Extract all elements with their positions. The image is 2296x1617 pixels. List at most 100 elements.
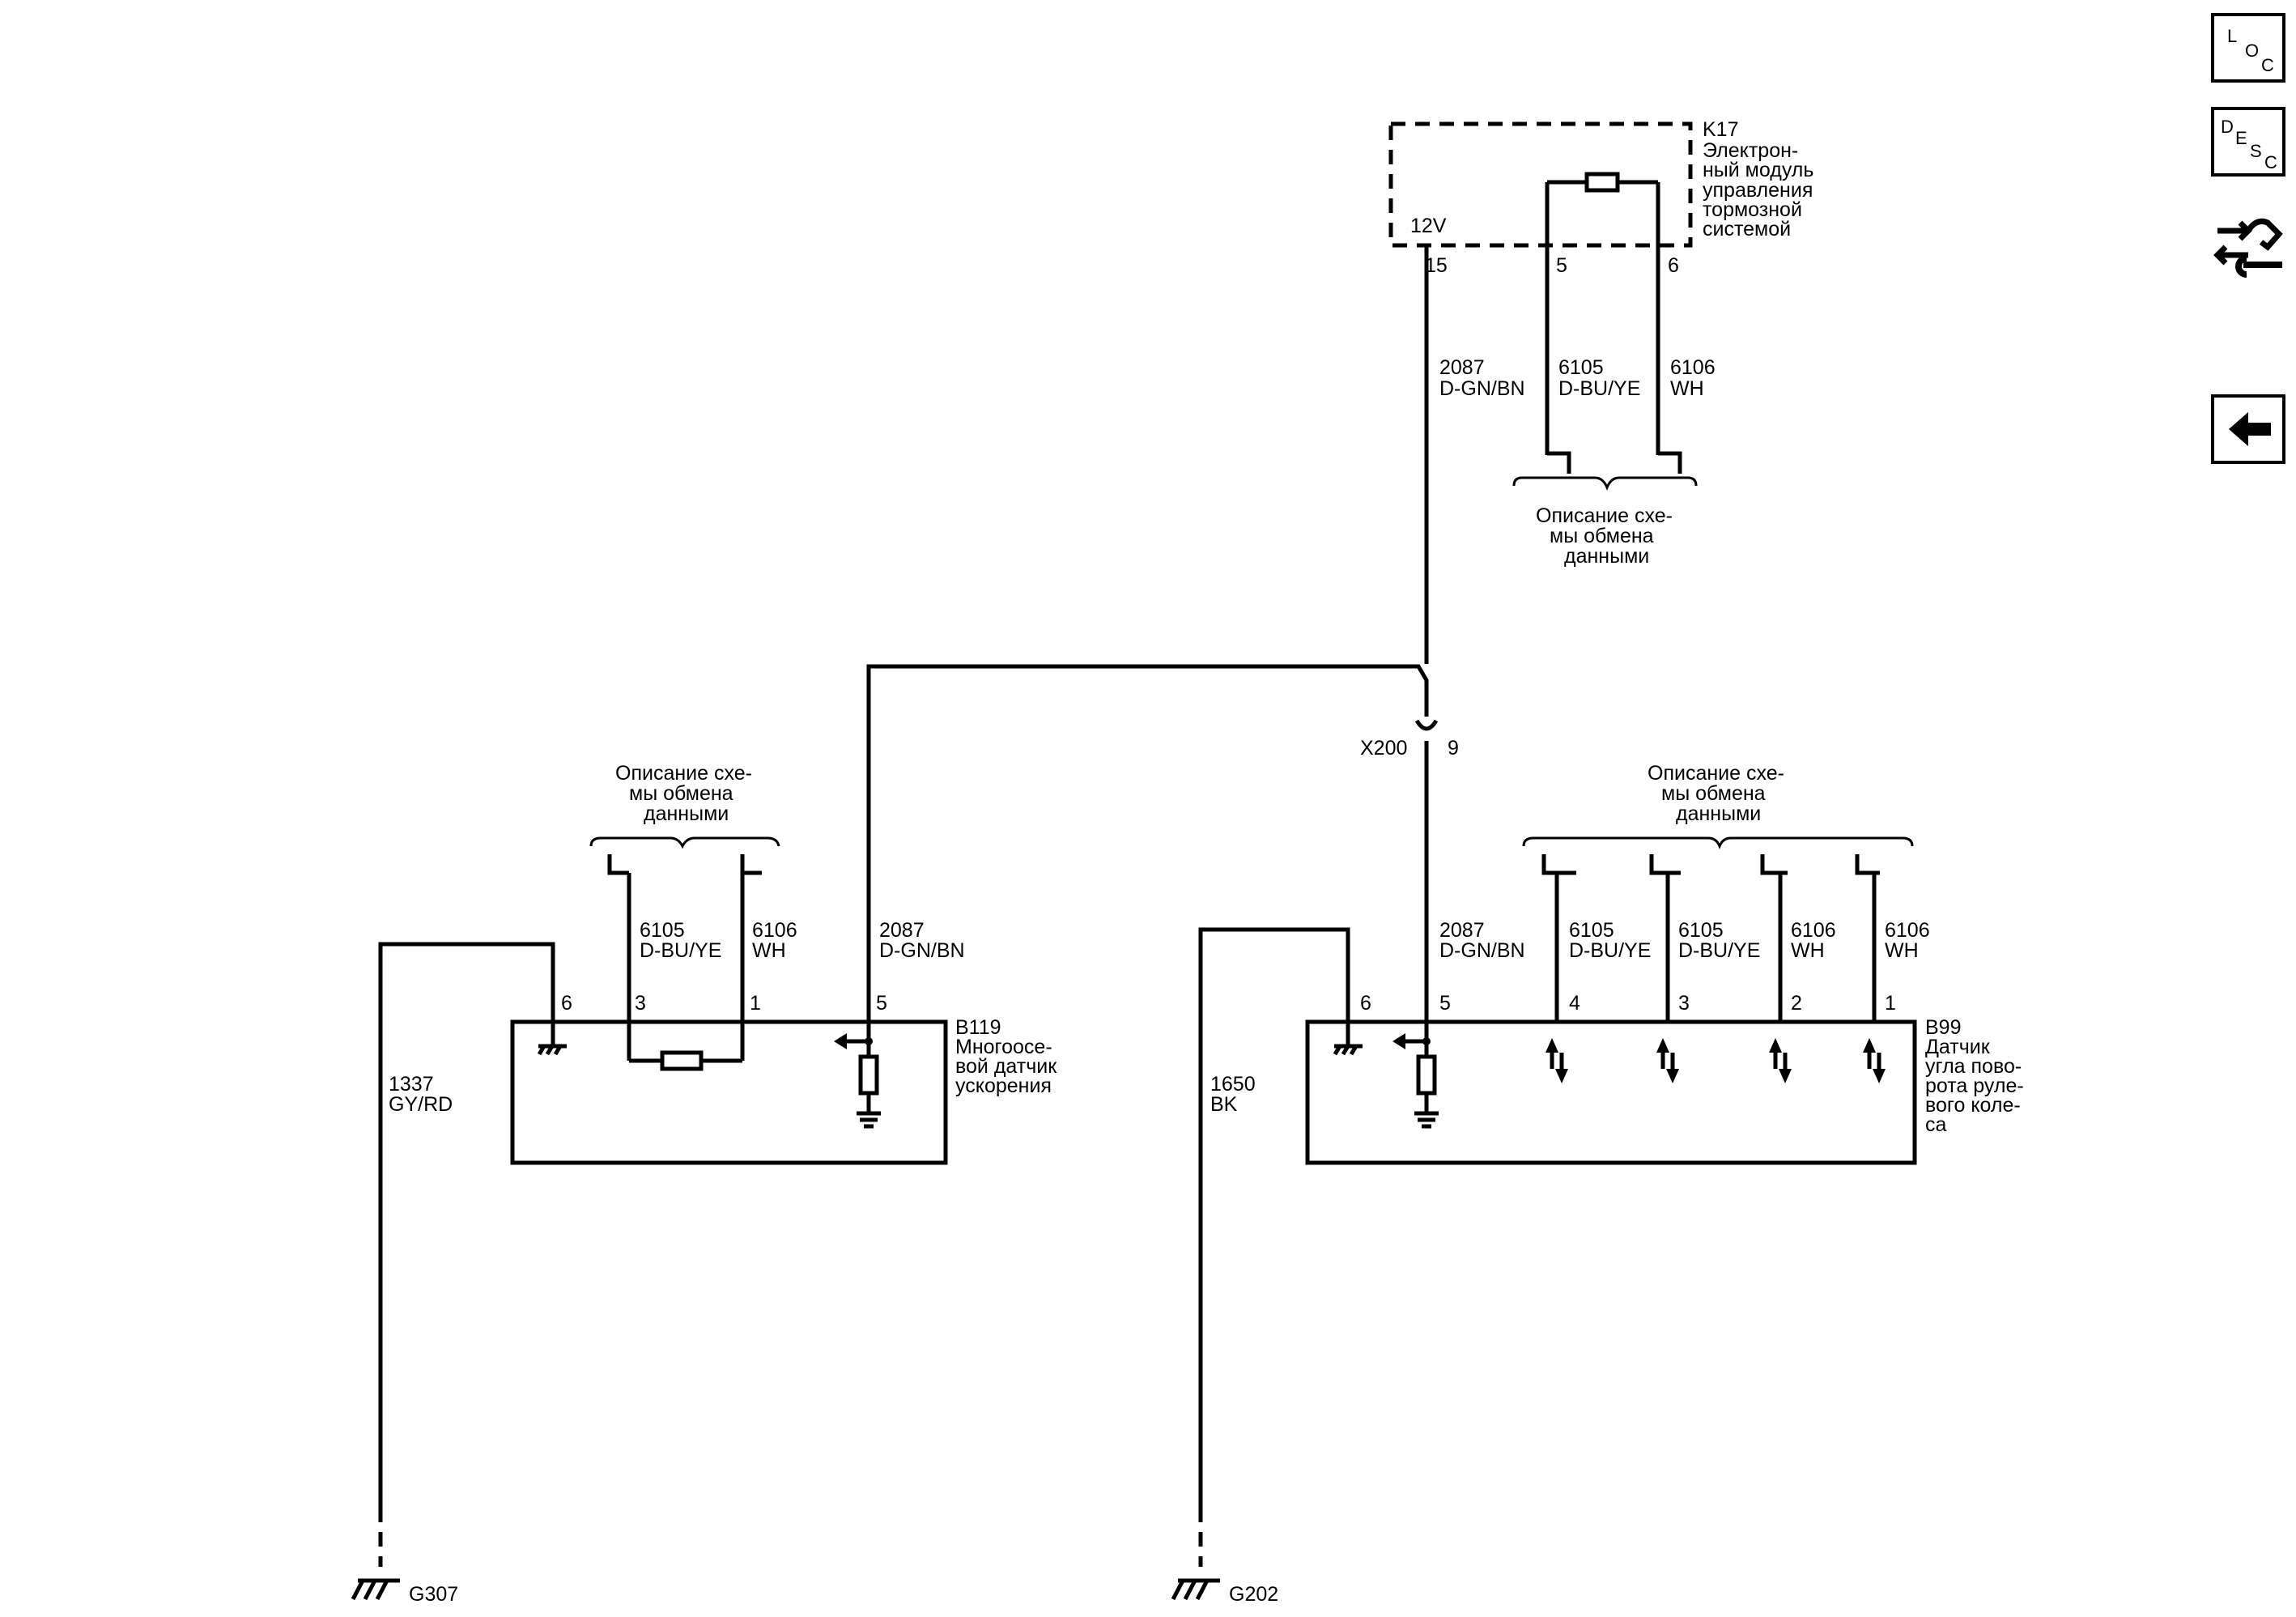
desc-letter-c: C [2264,152,2277,172]
k17-name-line-1: Электрон- [1703,139,1798,162]
k17-name-line-3: управления [1703,179,1813,202]
loc-button[interactable]: L O C [2211,13,2285,83]
b119-pin-5: 5 [876,992,887,1015]
b99-pin-5: 5 [1439,992,1451,1015]
k17-voltage-label: 12V [1410,215,1447,237]
wire-2087-top-color: D-GN/BN [1439,377,1525,400]
b119-name-line-2: вой датчик [955,1055,1057,1078]
b99-data-link-label-1[interactable]: Описание схе- [1648,762,1784,785]
b99-wire-pin2-circuit: 6106 [1791,919,1836,942]
b99-pin-4: 4 [1569,992,1580,1015]
b99-wire-pin3-circuit: 6105 [1678,919,1724,942]
b119-input-arrow-icon [834,1033,847,1049]
b119-signal-ground-icon [857,1093,881,1129]
b119-id: B119 [955,1016,1001,1039]
back-button[interactable] [2211,394,2285,464]
b99-outline [1305,1019,1917,1165]
top-data-link-stubs [1547,451,1682,474]
b119-data-link-label-1[interactable]: Описание схе- [615,762,752,785]
b119-wire-6105-circuit: 6105 [640,919,685,942]
b99-bidirectional-arrows-icon [1546,1038,1886,1083]
b99-name-line-4: вого коле- [1925,1094,2021,1117]
b99-name-line-1: Датчик [1925,1036,1991,1058]
wire-6105-top-color: D-BU/YE [1558,377,1640,400]
b99-pulldown-resistor [1416,1054,1437,1096]
top-data-link-label-3[interactable]: данными [1564,545,1649,568]
b99-name-line-5: са [1925,1113,1947,1136]
b99-signal-ground-icon [1414,1093,1439,1129]
b99-data-link-label-3[interactable]: данными [1676,802,1761,825]
k17-name-line-5: системой [1703,218,1791,240]
b99-node-dot [1422,1037,1431,1045]
connector-wrench-icon[interactable] [2211,206,2285,281]
b119-wires-6105-6106[interactable] [627,873,745,1061]
b119-termination-resistor [660,1050,704,1071]
b99-wire-pin2-color: WH [1791,939,1825,962]
b99-wire-pin1-circuit: 6106 [1885,919,1930,942]
k17-pin-15: 15 [1425,254,1448,277]
b99-wire-pin4-circuit: 6105 [1569,919,1614,942]
desc-letter-d: D [2221,117,2234,137]
k17-pin-5: 5 [1556,254,1567,277]
top-data-link-label-2[interactable]: мы обмена [1550,525,1654,547]
k17-id: K17 [1703,118,1738,141]
desc-button[interactable]: D E S C [2211,107,2285,177]
loc-letter-o: O [2245,40,2260,61]
b99-wire-2087-color: D-GN/BN [1439,939,1525,962]
k17-pin-6: 6 [1668,254,1679,277]
b119-data-link-label-3[interactable]: данными [644,802,729,825]
back-arrow-icon [2229,412,2271,446]
b119-wire-6105-color: D-BU/YE [640,939,721,962]
b99-pin-6: 6 [1360,992,1371,1015]
b99-data-link-brace [1522,836,1914,850]
g202-label[interactable]: G202 [1229,1583,1278,1606]
wire-6106-top-circuit: 6106 [1670,356,1716,379]
b119-chassis-ground-icon [537,1044,567,1056]
wire-1337-circuit: 1337 [389,1073,434,1096]
b119-name-line-1: Многоосе- [955,1036,1052,1058]
b99-pin-3: 3 [1678,992,1690,1015]
b119-wire-6106-color: WH [752,939,786,962]
k17-name-line-4: тормозной [1703,198,1802,221]
b99-wire-pin3-color: D-BU/YE [1678,939,1760,962]
k17-module[interactable]: K17 Электрон- ный модуль управления торм… [1388,118,1813,277]
x200-id: X200 [1360,737,1407,760]
b119-wire-2087-color: D-GN/BN [879,939,965,962]
b119-pulldown-resistor [858,1054,879,1096]
b99-data-link-label-2[interactable]: мы обмена [1661,782,1766,805]
wire-6105-top-circuit: 6105 [1558,356,1604,379]
b119-name-line-3: ускорения [955,1074,1052,1097]
top-data-link-brace [1512,476,1698,491]
b119-module[interactable]: 6 3 1 5 B119 Многоосе- вой датчик ускоре… [510,992,1057,1165]
wire-1337-color: GY/RD [389,1093,453,1116]
g307-ground-icon [351,1578,400,1601]
b119-outline [510,1019,948,1165]
wire-1650-circuit: 1650 [1210,1073,1256,1096]
b99-data-wires[interactable] [1554,873,1877,1022]
b119-data-link-stubs [607,854,762,875]
b99-module[interactable]: 6 5 4 3 2 1 B99 Датчик угла пово- рота р… [1305,992,2024,1165]
b119-wire-6106-circuit: 6106 [752,919,797,942]
desc-letter-s: S [2250,141,2262,161]
wire-2087-top-circuit: 2087 [1439,356,1485,379]
b119-data-link-label-2[interactable]: мы обмена [629,782,733,805]
b99-wire-pin1-color: WH [1885,939,1919,962]
wire-1650-ground[interactable] [1198,927,1350,1508]
k17-dashed-outline [1388,121,1693,248]
loc-letter-c: C [2261,55,2274,75]
b99-name-line-3: рота руле- [1925,1074,2024,1097]
g307-label[interactable]: G307 [409,1583,458,1606]
wire-2087-trunk[interactable] [866,664,1429,1022]
b99-pin-2: 2 [1791,992,1802,1015]
b119-pin-3: 3 [635,992,646,1015]
b119-wire-2087-circuit: 2087 [879,919,925,942]
x200-connector-symbol[interactable] [1414,719,1439,731]
b119-pin-1: 1 [750,992,761,1015]
b119-node-dot [865,1037,873,1045]
wire-1337-ground[interactable] [378,942,555,1508]
b119-pin-6: 6 [561,992,572,1015]
k17-terminating-resistor [1584,172,1620,193]
wire-6105-6106-top[interactable] [1545,245,1660,455]
top-data-link-label-1[interactable]: Описание схе- [1536,504,1673,527]
